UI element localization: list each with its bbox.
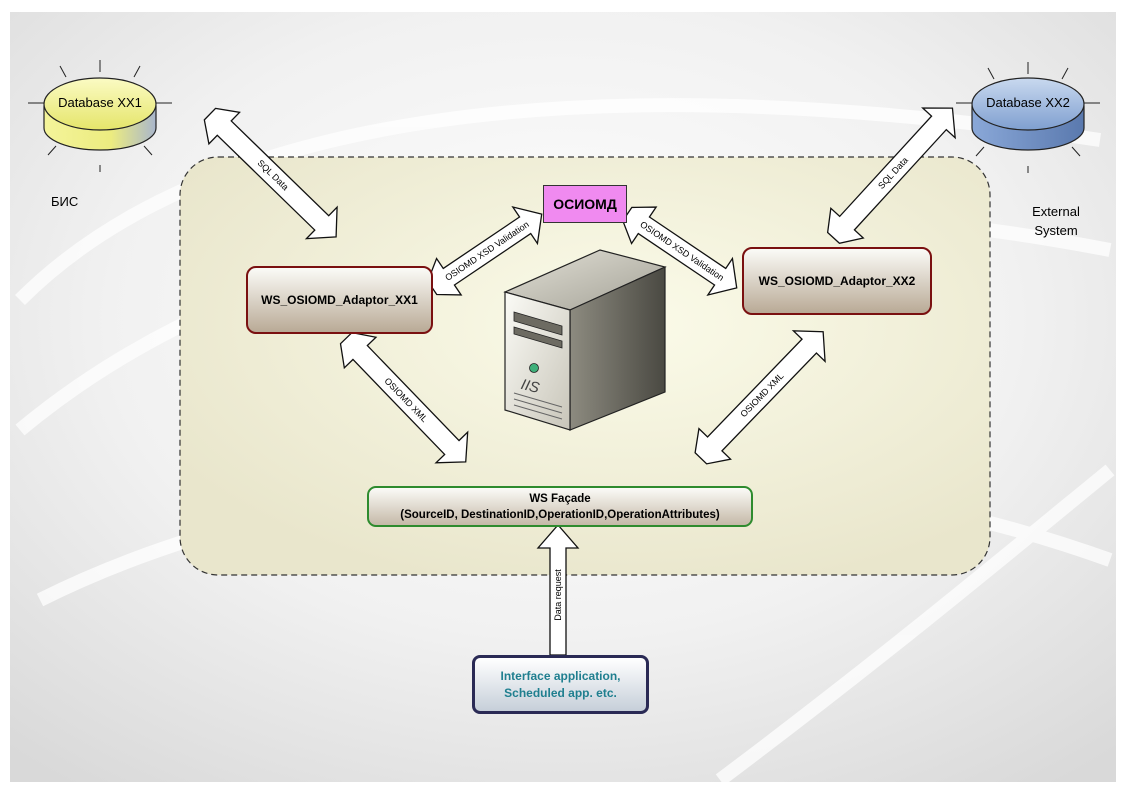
database-right-icon	[956, 62, 1100, 173]
client-app-box[interactable]: Interface application, Scheduled app. et…	[472, 655, 649, 714]
adaptor-left-box[interactable]: WS_OSIOMD_Adaptor_XX1	[246, 266, 433, 334]
request-arrow	[536, 524, 580, 656]
database-left-icon	[28, 60, 172, 172]
client-line: Interface application,	[500, 668, 621, 683]
xsd-arrow-left	[427, 206, 543, 296]
database-right-label: Database XX2	[986, 95, 1070, 110]
database-right-caption: External System	[1028, 202, 1084, 240]
sql-arrow-left	[203, 107, 338, 240]
xml-arrow-left	[339, 331, 469, 464]
facade-params: (SourceID, DestinationID,OperationID,Ope…	[400, 508, 720, 521]
caption-line: System	[1034, 223, 1078, 238]
client-line: Scheduled app. etc.	[504, 685, 617, 700]
sql-arrow-right	[826, 107, 956, 244]
adaptor-left-label: WS_OSIOMD_Adaptor_XX1	[261, 293, 418, 307]
xsd-arrow-right	[622, 206, 738, 296]
server-icon	[503, 249, 667, 431]
osiomd-box[interactable]: ОСИОМД	[543, 185, 627, 223]
adaptor-right-box[interactable]: WS_OSIOMD_Adaptor_XX2	[742, 247, 932, 315]
database-left-label: Database XX1	[58, 95, 142, 110]
ws-facade-box[interactable]: WS Façade (SourceID, DestinationID,Opera…	[367, 486, 753, 527]
adaptor-right-label: WS_OSIOMD_Adaptor_XX2	[758, 274, 916, 288]
osiomd-label: ОСИОМД	[553, 196, 617, 212]
xml-arrow-right	[694, 330, 826, 465]
facade-title: WS Façade	[529, 492, 591, 505]
database-left-caption: БИС	[51, 194, 79, 209]
caption-line: External	[1032, 204, 1080, 219]
request-label: Data request	[553, 569, 563, 621]
